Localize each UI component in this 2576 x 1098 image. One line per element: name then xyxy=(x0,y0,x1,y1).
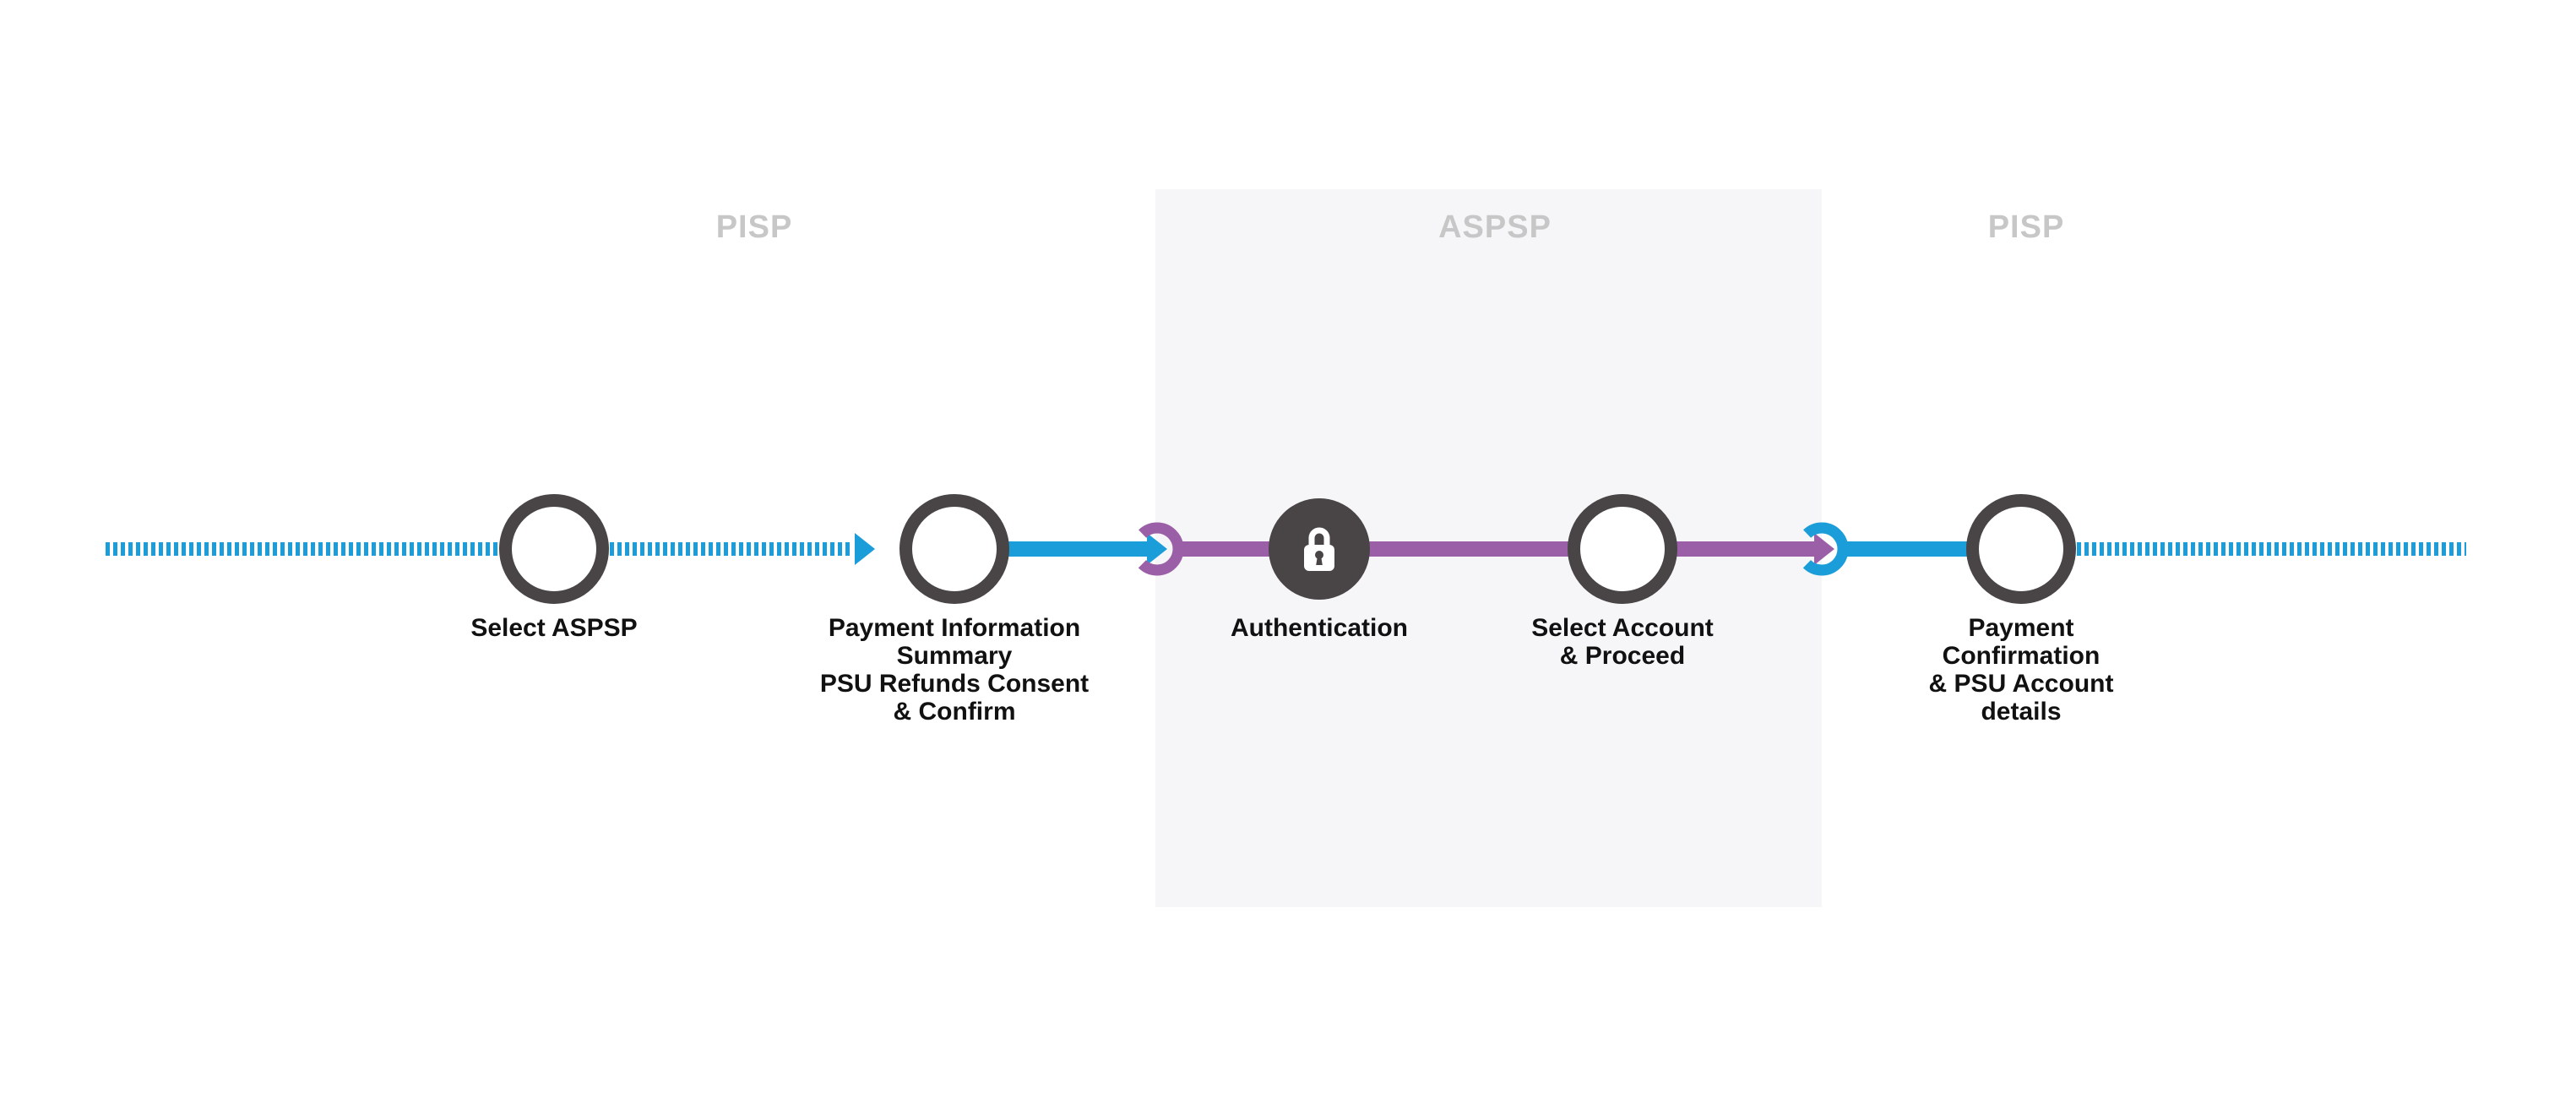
step-label-authentication: Authentication xyxy=(1231,614,1408,642)
step-circle-select-aspsp xyxy=(499,494,609,604)
arrow-right-icon xyxy=(1147,533,1167,565)
blue-flow-line-into-aspsp xyxy=(1001,541,1150,557)
step-circle-select-account xyxy=(1568,494,1677,604)
handoff-ring-blue-icon xyxy=(1795,522,1849,576)
section-header-pisp-left: PISP xyxy=(715,209,793,245)
step-label-select-aspsp: Select ASPSP xyxy=(470,614,638,642)
dashed-flow-line-left xyxy=(106,542,497,556)
dashed-flow-line-right xyxy=(2077,542,2466,556)
handoff-ring-purple-icon xyxy=(1130,522,1184,576)
arrow-right-icon xyxy=(855,533,875,565)
section-header-aspsp: ASPSP xyxy=(1438,209,1552,245)
arrow-right-icon xyxy=(1814,533,1834,565)
section-header-pisp-right: PISP xyxy=(1987,209,2065,245)
step-circle-payment-confirmation xyxy=(1966,494,2076,604)
step-label-select-account: Select Account & Proceed xyxy=(1531,614,1714,670)
step-circle-authentication xyxy=(1269,498,1370,600)
dashed-flow-line-mid xyxy=(610,542,853,556)
step-label-payment-info-summary: Payment Information Summary PSU Refunds … xyxy=(819,614,1090,726)
blue-flow-line-out-of-aspsp xyxy=(1846,541,1976,557)
lock-icon xyxy=(1304,527,1334,571)
step-circle-payment-info-summary xyxy=(899,494,1009,604)
step-label-payment-confirmation: Payment Confirmation & PSU Account detai… xyxy=(1928,614,2114,726)
